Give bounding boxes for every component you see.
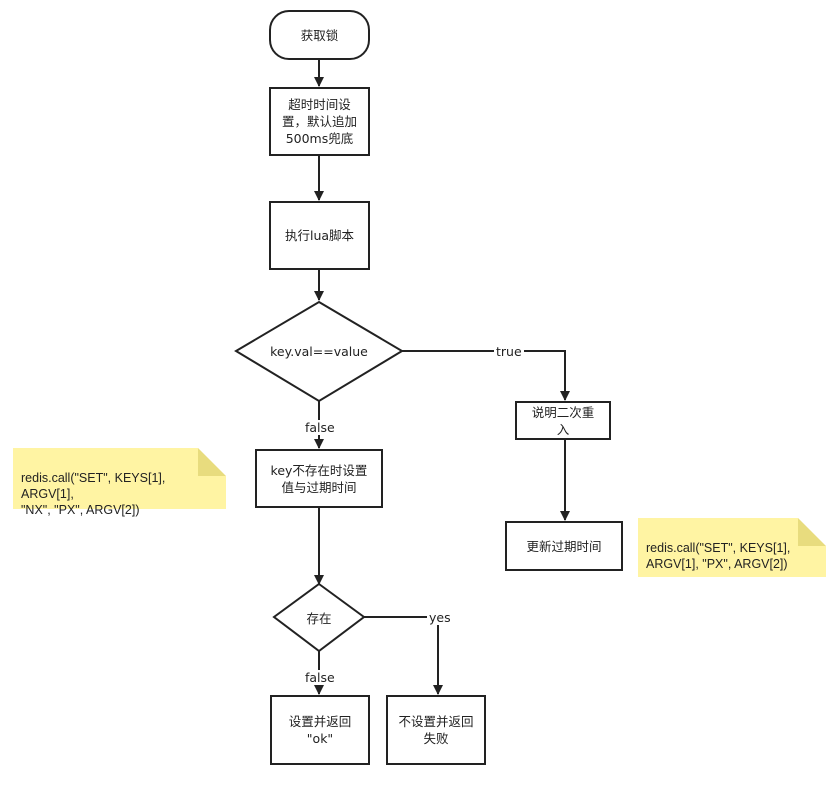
- node-update-expire: 更新过期时间: [505, 521, 623, 571]
- note-fold-corner: [798, 518, 826, 546]
- node-exec-lua: 执行lua脚本: [269, 201, 370, 270]
- node-timeout-setting: 超时时间设 置，默认追加 500ms兜底: [269, 87, 370, 156]
- decision-exists-label: 存在: [306, 610, 332, 626]
- note-set-px: redis.call("SET", KEYS[1], ARGV[1], "PX"…: [638, 518, 826, 577]
- node-set-when-absent: key不存在时设置 值与过期时间: [255, 449, 383, 508]
- edge-exists-to-fail: [364, 616, 443, 695]
- edge-label-false-check: false: [303, 420, 337, 435]
- note-set-nx-px: redis.call("SET", KEYS[1], ARGV[1], "NX"…: [13, 448, 226, 517]
- edge-check-to-reentry: [402, 350, 570, 401]
- decision-exists: [272, 582, 366, 653]
- node-reentry: 说明二次重 入: [515, 401, 611, 440]
- edge-label-false-exists: false: [303, 670, 337, 685]
- decision-check-key: [234, 300, 404, 403]
- node-no-set-fail: 不设置并返回 失败: [386, 695, 486, 765]
- note-fold-corner: [198, 448, 226, 476]
- node-acquire-lock: 获取锁: [269, 10, 370, 60]
- decision-check-key-label: key.val==value: [270, 343, 368, 359]
- edge-label-yes: yes: [427, 610, 453, 625]
- node-set-return-ok: 设置并返回 "ok": [270, 695, 370, 765]
- note-set-nx-px-text: redis.call("SET", KEYS[1], ARGV[1], "NX"…: [21, 471, 166, 517]
- edge-label-true: true: [494, 344, 524, 359]
- note-set-px-text: redis.call("SET", KEYS[1], ARGV[1], "PX"…: [646, 541, 791, 571]
